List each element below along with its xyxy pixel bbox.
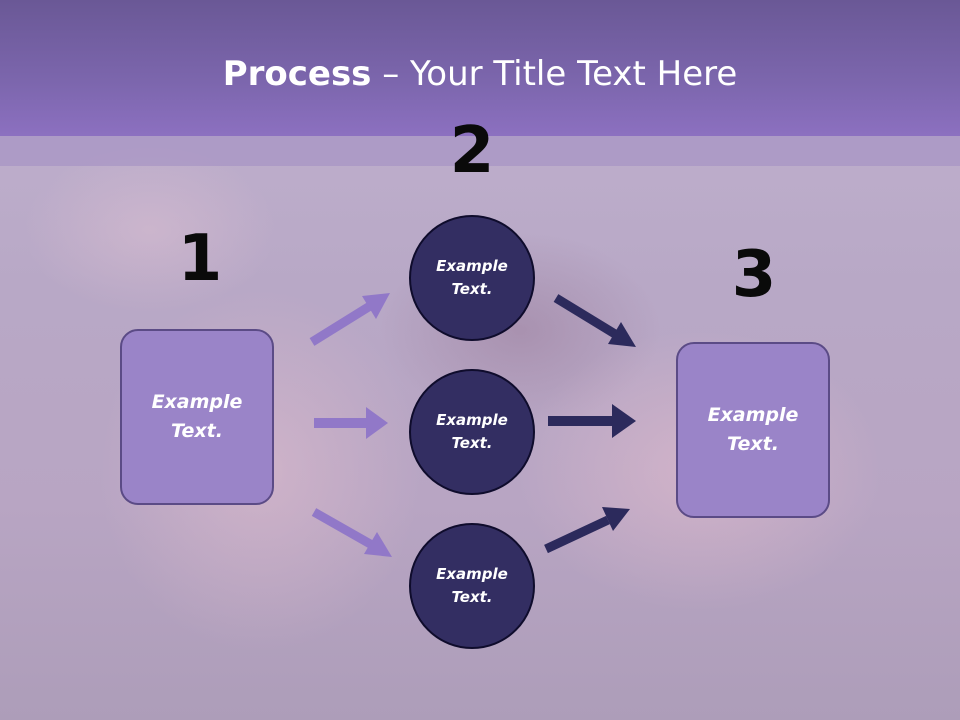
title-bold: Process	[222, 54, 372, 94]
step-number-1: 1	[177, 222, 223, 296]
step-3-box: Example Text.	[676, 342, 830, 518]
title-bar	[0, 0, 960, 136]
arrow-left-up	[309, 293, 390, 346]
circle-top-text: Example Text.	[436, 257, 508, 298]
step-number-3: 3	[731, 238, 777, 312]
step-2-circle-top: Example Text.	[409, 215, 535, 341]
step-3-box-text: Example Text.	[707, 404, 799, 455]
arrow-right-down	[544, 507, 630, 554]
step-2-circle-bottom: Example Text.	[409, 523, 535, 649]
arrow-left-middle	[314, 407, 388, 439]
step-2-circle-middle: Example Text.	[409, 369, 535, 495]
arrow-right-up	[553, 294, 636, 347]
title-bar-band	[0, 136, 960, 166]
circle-bottom-text: Example Text.	[436, 565, 508, 606]
circle-middle-text: Example Text.	[436, 411, 508, 452]
arrow-right-middle	[548, 404, 636, 438]
step-number-2: 2	[449, 114, 495, 188]
arrow-left-down	[311, 508, 392, 557]
slide-title: Process – Your Title Text Here	[0, 52, 960, 96]
step-1-box-text: Example Text.	[151, 391, 243, 442]
step-1-box: Example Text.	[120, 329, 274, 505]
title-rest: – Your Title Text Here	[371, 54, 738, 94]
